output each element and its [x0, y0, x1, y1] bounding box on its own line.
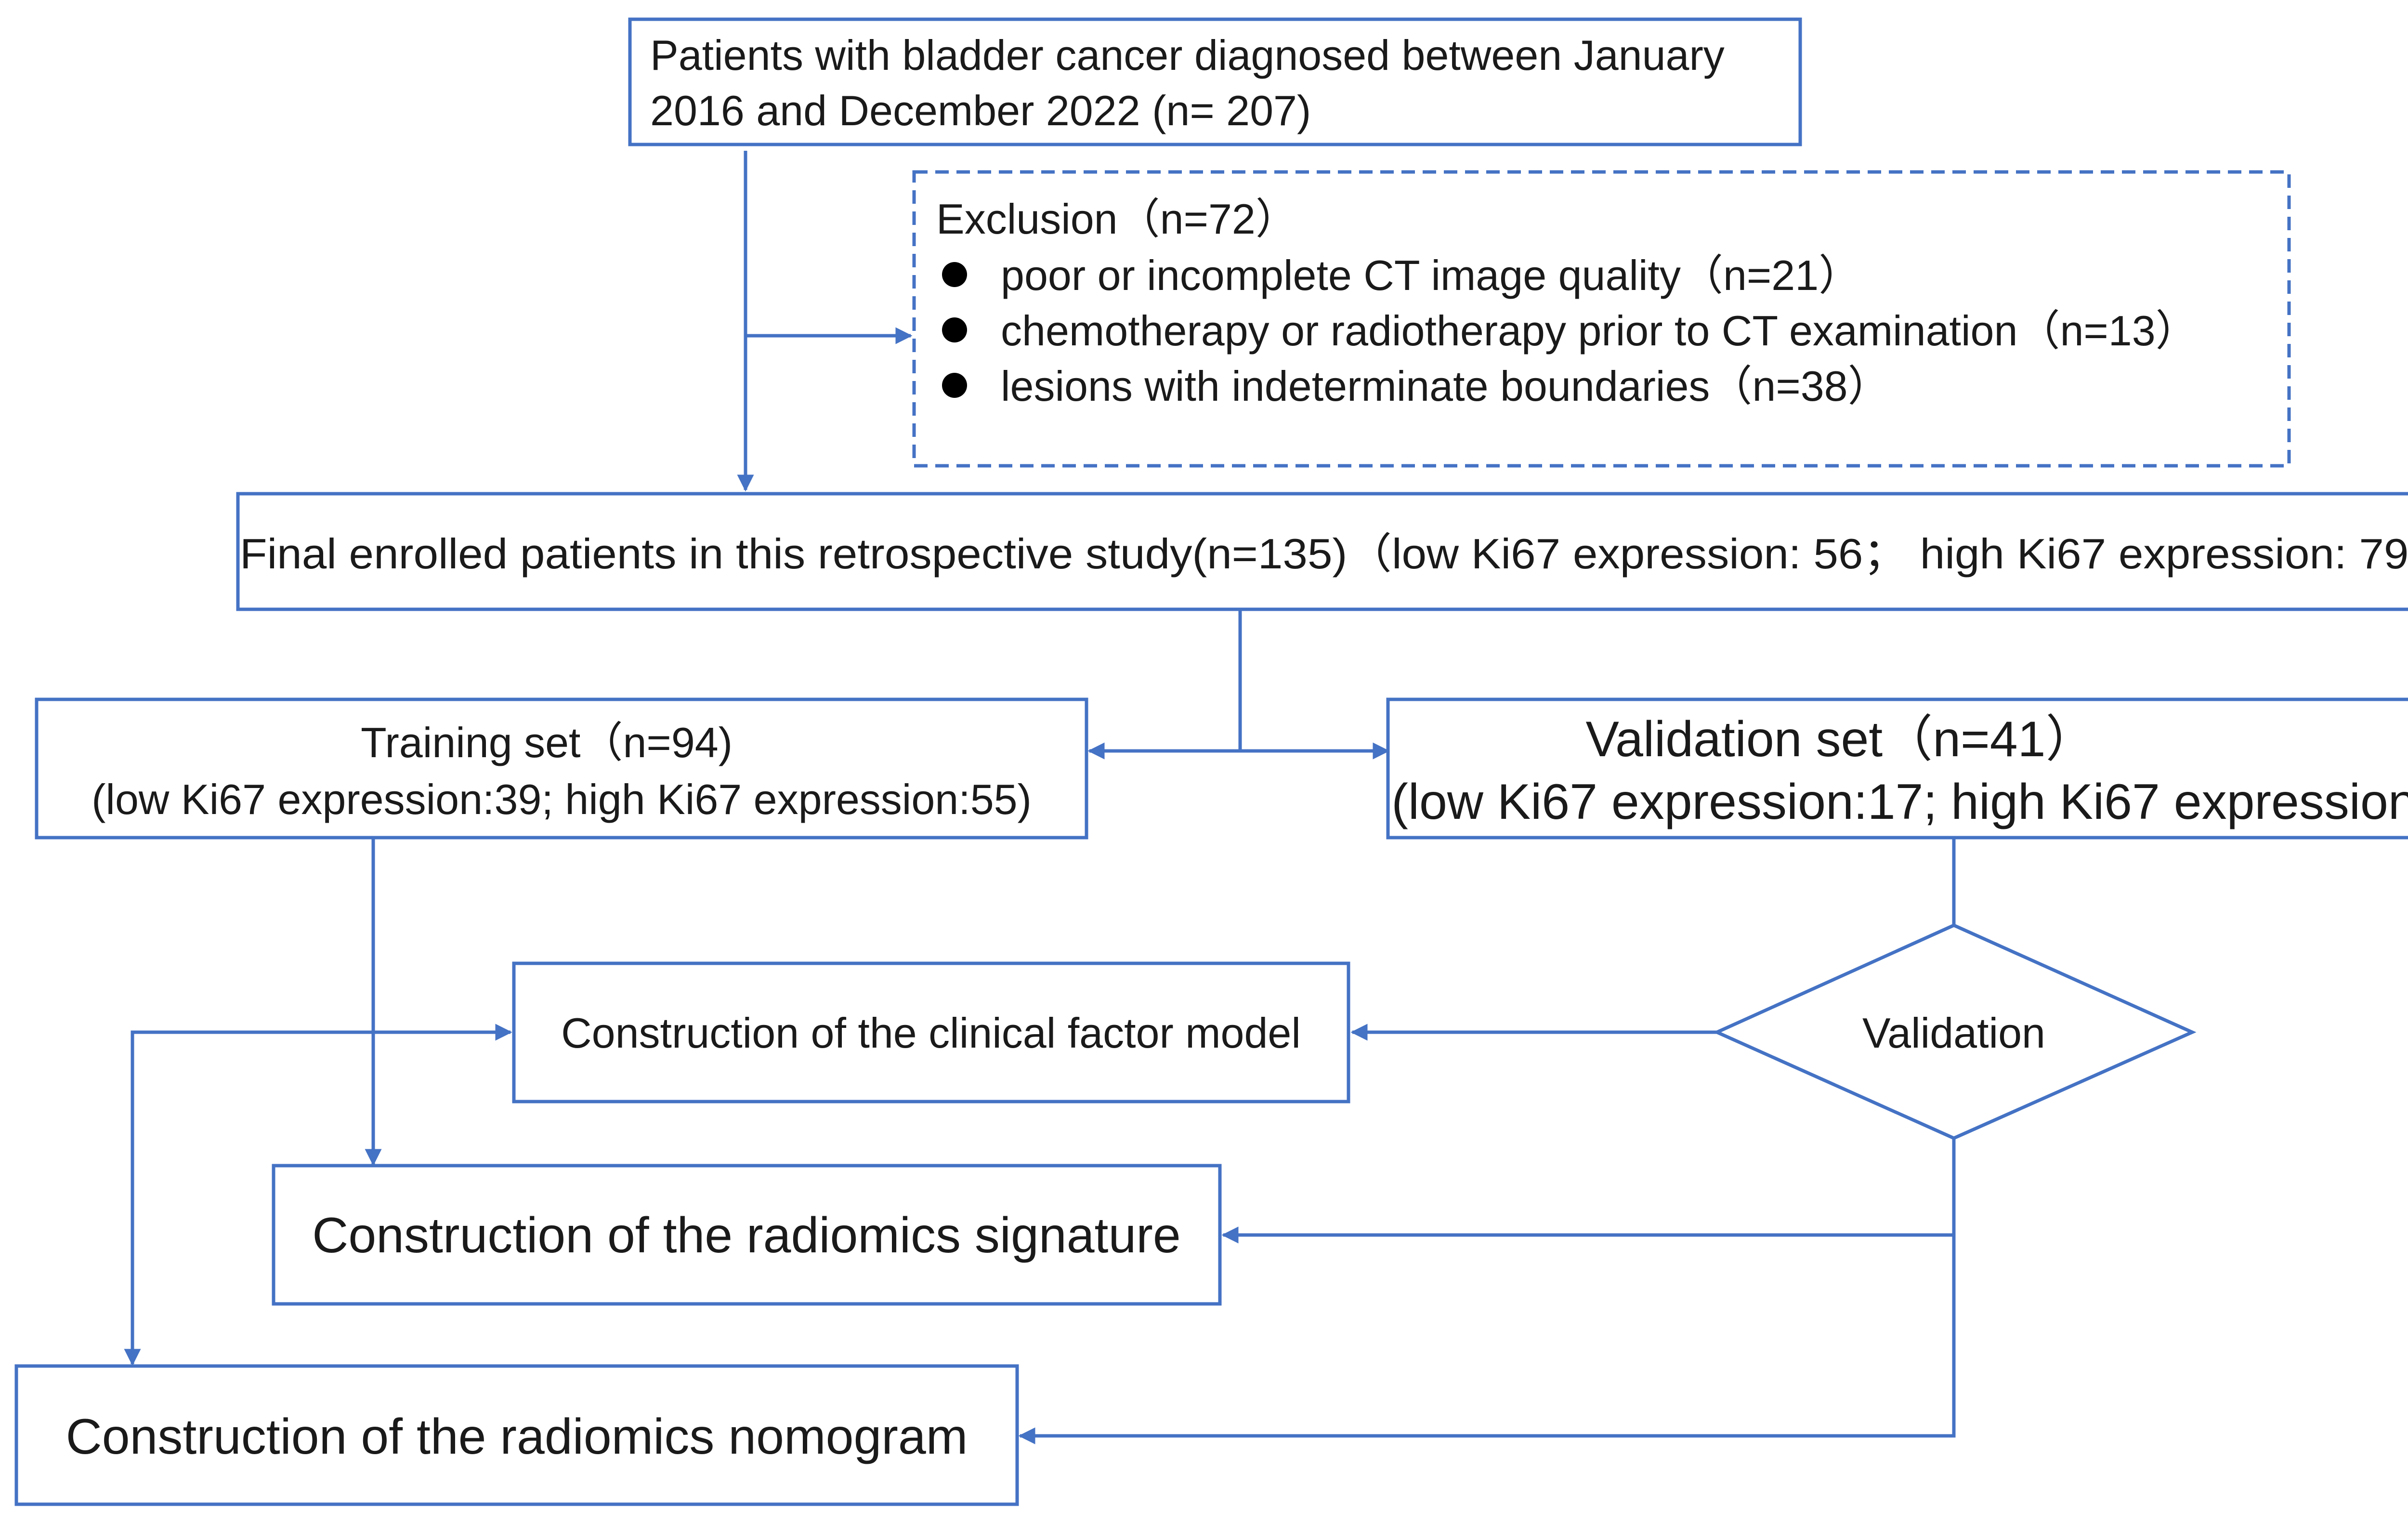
- connectors: [124, 151, 1956, 1445]
- clinical-box: [512, 961, 1350, 1104]
- validation-set-box: [1386, 697, 2408, 840]
- enrolled-node: Final enrolled patients in this retrospe…: [236, 492, 2408, 611]
- exclusion-item-3: lesions with indeterminate boundaries（n=…: [1001, 362, 1890, 410]
- patients-line-1: Patients with bladder cancer diagnosed b…: [650, 31, 1725, 79]
- nomogram-node: Construction of the radiomics nomogram: [14, 1364, 1019, 1506]
- exclusion-title: Exclusion（n=72）: [936, 195, 1298, 243]
- training-line-2: (low Ki67 expression:39; high Ki67 expre…: [92, 775, 1032, 823]
- exclusion-box: [912, 170, 2291, 468]
- bullet-icon: [942, 317, 967, 342]
- validation-set-node: Validation set（n=41） (low Ki67 expressio…: [1386, 697, 2408, 840]
- validation-decision-node: Validation: [1713, 923, 2197, 1140]
- clinical-node: Construction of the clinical factor mode…: [512, 961, 1350, 1104]
- training-box: [35, 697, 1088, 840]
- clinical-text: Construction of the clinical factor mode…: [561, 1009, 1301, 1057]
- exclusion-item-2: chemotherapy or radiotherapy prior to CT…: [1001, 307, 2198, 355]
- bullet-icon: [942, 262, 967, 287]
- signature-node: Construction of the radiomics signature: [272, 1164, 1222, 1306]
- patients-box: [628, 17, 1802, 146]
- arrow-validation-to-signature: [1221, 1138, 1956, 1244]
- validation-set-line-1: Validation set（n=41）: [1586, 711, 2096, 767]
- signature-text: Construction of the radiomics signature: [312, 1208, 1181, 1263]
- training-node: Training set（n=94) (low Ki67 expression:…: [35, 697, 1088, 840]
- signature-box: [272, 1164, 1222, 1306]
- exclusion-item-1: poor or incomplete CT image quality（n=21…: [1001, 251, 1861, 299]
- patients-line-2: 2016 and December 2022 (n= 207): [650, 87, 1311, 134]
- validation-diamond: [1713, 923, 2197, 1140]
- validation-label: Validation: [1862, 1009, 2045, 1057]
- training-line-1: Training set（n=94): [361, 719, 733, 766]
- exclusion-node: Exclusion（n=72） poor or incomplete CT im…: [912, 170, 2291, 468]
- patients-node: Patients with bladder cancer diagnosed b…: [628, 17, 1802, 146]
- nomogram-box: [14, 1364, 1019, 1506]
- bullet-icon: [942, 373, 967, 398]
- enrolled-box: [236, 492, 2408, 611]
- nomogram-text: Construction of the radiomics nomogram: [66, 1409, 968, 1465]
- enrolled-text: Final enrolled patients in this retrospe…: [240, 530, 2408, 578]
- validation-set-line-2: (low Ki67 expression:17; high Ki67 expre…: [1391, 774, 2408, 830]
- arrow-validation-to-nomogram: [1018, 1235, 1956, 1445]
